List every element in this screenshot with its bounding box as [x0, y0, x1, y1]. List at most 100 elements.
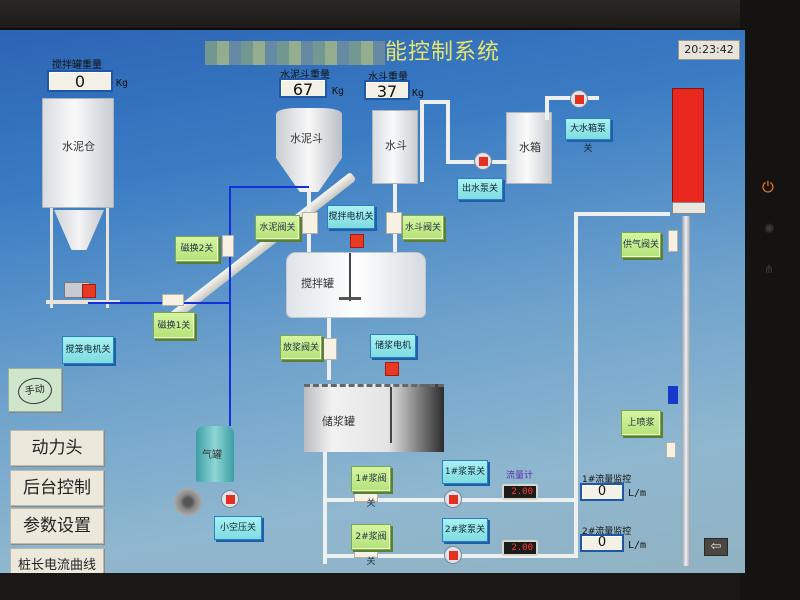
- water-hopper-weight-unit: Kg: [412, 88, 425, 99]
- cement-silo: 水泥仓: [42, 98, 120, 308]
- slurry-valve-1-indicator: [354, 492, 378, 502]
- nav-power-head[interactable]: 动力头: [10, 430, 104, 466]
- big-water-pump-button[interactable]: 大水箱泵关: [565, 118, 611, 154]
- storage-tank-label: 储浆罐: [322, 415, 355, 428]
- nav-parameter-settings[interactable]: 参数设置: [10, 508, 104, 544]
- flow-monitor-1-label: 1#流量监控: [582, 475, 632, 485]
- power-led-icon[interactable]: ⏻: [762, 178, 774, 196]
- flow-monitor-1-unit: L/m: [628, 488, 647, 499]
- big-water-pump-icon: [570, 90, 588, 108]
- hmi-screen: 能控制系统 20:23:42 搅拌罐重量 0 Kg 水泥斗重量 67 Kg 水斗…: [0, 28, 745, 573]
- air-supply-valve-button[interactable]: 供气阀关: [621, 232, 661, 258]
- storage-mixer-shaft: [390, 387, 392, 443]
- water-return-pipe: [420, 102, 424, 182]
- air-tank-label: 气罐: [202, 450, 222, 461]
- solenoid-1-indicator: [162, 294, 184, 306]
- mixing-tank: 搅拌罐: [286, 252, 426, 318]
- cement-hopper-weight-value: 67: [279, 78, 327, 99]
- flow-monitor-2-value: 0: [580, 534, 624, 552]
- brightness-icon: ✺: [764, 222, 775, 237]
- slurry-valve-2-button[interactable]: 2#浆阀关: [351, 524, 391, 567]
- water-out-pipe: [446, 160, 476, 164]
- clock-display: 20:23:42: [678, 40, 740, 60]
- water-tank: 水箱: [506, 112, 552, 184]
- mixer-blade: [339, 297, 361, 300]
- storage-motor-button[interactable]: 储浆电机关: [370, 334, 416, 373]
- back-arrow-icon: ⇦: [710, 539, 722, 554]
- water-hopper-weight-value: 37: [364, 80, 410, 101]
- manual-mode-button[interactable]: 手动: [8, 368, 62, 412]
- cement-hopper-weight-label: 水泥斗重量: [280, 70, 330, 81]
- page-title: 能控制系统: [205, 34, 500, 66]
- solenoid-2-indicator: [222, 235, 234, 257]
- monitor-bezel-top: [0, 0, 800, 30]
- cement-valve-indicator: [302, 212, 318, 234]
- mix-tank-weight-unit: Kg: [116, 78, 129, 89]
- mix-tank-weight-value: 0: [47, 70, 113, 92]
- slurry-main-pipe: [323, 452, 327, 564]
- tank-inlet-pipe-vertical: [545, 96, 549, 120]
- release-valve-indicator: [321, 338, 337, 360]
- cement-hopper-weight-unit: Kg: [332, 86, 345, 97]
- flow-monitor-2-unit: L/m: [628, 540, 647, 551]
- flow-meter-2-display: 2.00: [502, 540, 538, 556]
- water-feed-pipe: [420, 100, 448, 104]
- spray-indicator-upper: [668, 386, 678, 404]
- solenoid-1-button[interactable]: 磁换1关: [153, 312, 195, 339]
- auger-motor-indicator: [82, 284, 96, 298]
- air-tank: 气罐: [196, 426, 234, 482]
- blower-fan-icon: [174, 488, 202, 516]
- flow-meter-label: 流量计: [506, 471, 534, 481]
- slurry-riser-top: [574, 212, 670, 216]
- mixer-motor-indicator: [350, 234, 364, 248]
- cement-hopper-label: 水泥斗: [290, 132, 323, 145]
- air-line-vertical: [229, 186, 231, 426]
- slurry-pump-1-button[interactable]: 1#浆泵关: [442, 460, 488, 484]
- storage-tank: 储浆罐: [304, 384, 444, 452]
- slurry-valve-1-button[interactable]: 1#浆阀关: [351, 466, 391, 509]
- water-out-pump-pipe: [492, 160, 510, 164]
- mixer-motor-button[interactable]: 搅拌电机关: [327, 205, 375, 229]
- mixer-shaft: [349, 253, 351, 301]
- lower-spray-indicator: [666, 442, 676, 458]
- nav-background-control[interactable]: 后台控制: [10, 470, 104, 506]
- storage-motor-indicator: [385, 362, 399, 376]
- network-icon: ⋔: [764, 262, 775, 276]
- water-hopper-weight-label: 水斗重量: [368, 72, 408, 83]
- slurry-pump-1-icon: [444, 490, 462, 508]
- cement-hopper: 水泥斗: [276, 108, 342, 194]
- slurry-riser-pipe: [574, 212, 578, 558]
- water-valve-button[interactable]: 水斗阀关: [402, 215, 444, 240]
- small-compressor-button[interactable]: 小空压关: [214, 516, 262, 540]
- flow-monitor-2-label: 2#流量监控: [582, 527, 632, 537]
- auger-motor-button[interactable]: 搅笼电机关: [62, 336, 114, 364]
- slurry-pump-2-icon: [444, 546, 462, 564]
- mixing-tank-label: 搅拌罐: [301, 277, 334, 290]
- nav-pile-current-curve[interactable]: 桩长电流曲线: [10, 548, 104, 573]
- solenoid-2-button[interactable]: 磁换2关: [175, 236, 219, 262]
- cement-silo-label: 水泥仓: [62, 140, 95, 153]
- water-out-pump-button[interactable]: 出水泵关: [457, 178, 503, 200]
- water-hopper: 水斗: [372, 110, 418, 184]
- water-valve-indicator: [386, 212, 402, 234]
- air-line-top: [229, 186, 309, 188]
- air-line-bottom: [88, 302, 231, 304]
- flow-monitor-1-value: 0: [580, 483, 624, 501]
- drill-rig-power-head: [668, 80, 708, 216]
- compressor-icon: [221, 490, 239, 508]
- cement-valve-button[interactable]: 水泥阀关: [255, 215, 300, 240]
- water-out-pump-icon: [474, 152, 492, 170]
- air-supply-valve-indicator: [668, 230, 678, 252]
- monitor-bezel-right: ⏻ ✺ ⋔: [740, 0, 800, 600]
- water-tank-label: 水箱: [519, 141, 541, 154]
- manual-mode-label: 手动: [16, 375, 54, 407]
- upper-spray-button[interactable]: 上喷浆: [621, 410, 661, 436]
- title-redacted: [205, 41, 385, 65]
- slurry-pump-2-button[interactable]: 2#浆泵关: [442, 518, 488, 542]
- back-button[interactable]: ⇦: [704, 538, 728, 556]
- flow-meter-1-display: 2.00: [502, 484, 538, 500]
- slurry-release-valve-button[interactable]: 放浆阀关: [280, 335, 322, 360]
- drill-mast: [682, 216, 690, 566]
- water-hopper-label: 水斗: [385, 139, 407, 152]
- water-feed-pipe-vertical: [446, 100, 450, 162]
